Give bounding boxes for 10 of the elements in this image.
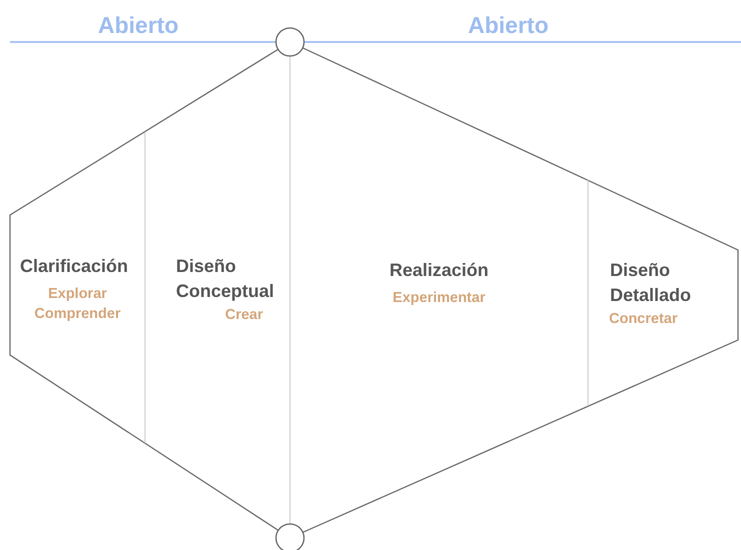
phase-title: Realización bbox=[388, 259, 490, 282]
phase-title: Diseño Conceptual bbox=[176, 255, 276, 304]
phase-activity: Experimentar bbox=[392, 289, 486, 308]
phase-title: Diseño Detallado bbox=[610, 259, 692, 308]
phase-activity: Concretar bbox=[609, 310, 678, 329]
phase-title: Clarificación bbox=[20, 255, 128, 278]
phase-activity: Crear bbox=[224, 306, 263, 325]
state-label: Abierto bbox=[468, 12, 548, 39]
phase-activity: Explorar Comprender bbox=[33, 285, 122, 324]
state-label: Abierto bbox=[98, 12, 178, 39]
